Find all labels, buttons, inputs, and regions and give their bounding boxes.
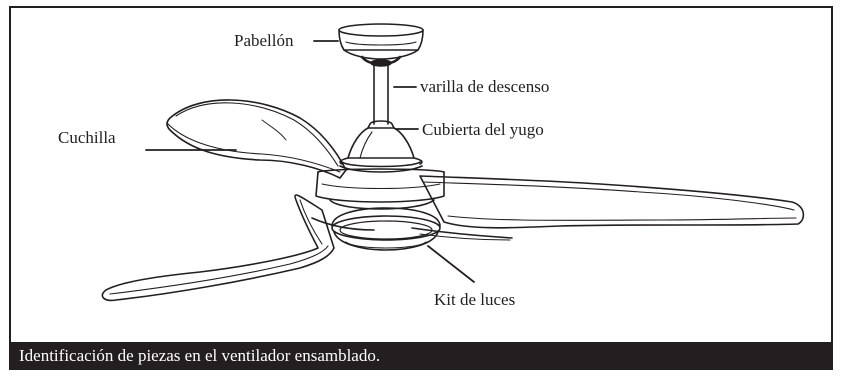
- yoke-cover-label: Cubierta del yugo: [422, 120, 544, 139]
- figure-caption: Identificación de piezas en el ventilado…: [19, 346, 381, 365]
- canopy-part: [338, 23, 424, 67]
- light-kit-label: Kit de luces: [434, 290, 516, 309]
- blade-upper-left: [166, 99, 347, 179]
- ceiling-fan-illustration: [101, 23, 805, 302]
- blade-lower-left: [101, 194, 375, 302]
- leader-light-kit: [427, 245, 475, 283]
- blade-label: Cuchilla: [58, 128, 116, 147]
- light-kit-part: [331, 207, 441, 251]
- downrod-label: varilla de descenso: [420, 77, 550, 96]
- blade-right: [411, 175, 805, 241]
- figure-frame: [9, 6, 833, 370]
- downrod-part: [373, 63, 389, 125]
- caption-bar: Identificación de piezas en el ventilado…: [9, 342, 833, 370]
- canopy-label: Pabellón: [234, 31, 294, 50]
- leader-lines: [145, 40, 475, 283]
